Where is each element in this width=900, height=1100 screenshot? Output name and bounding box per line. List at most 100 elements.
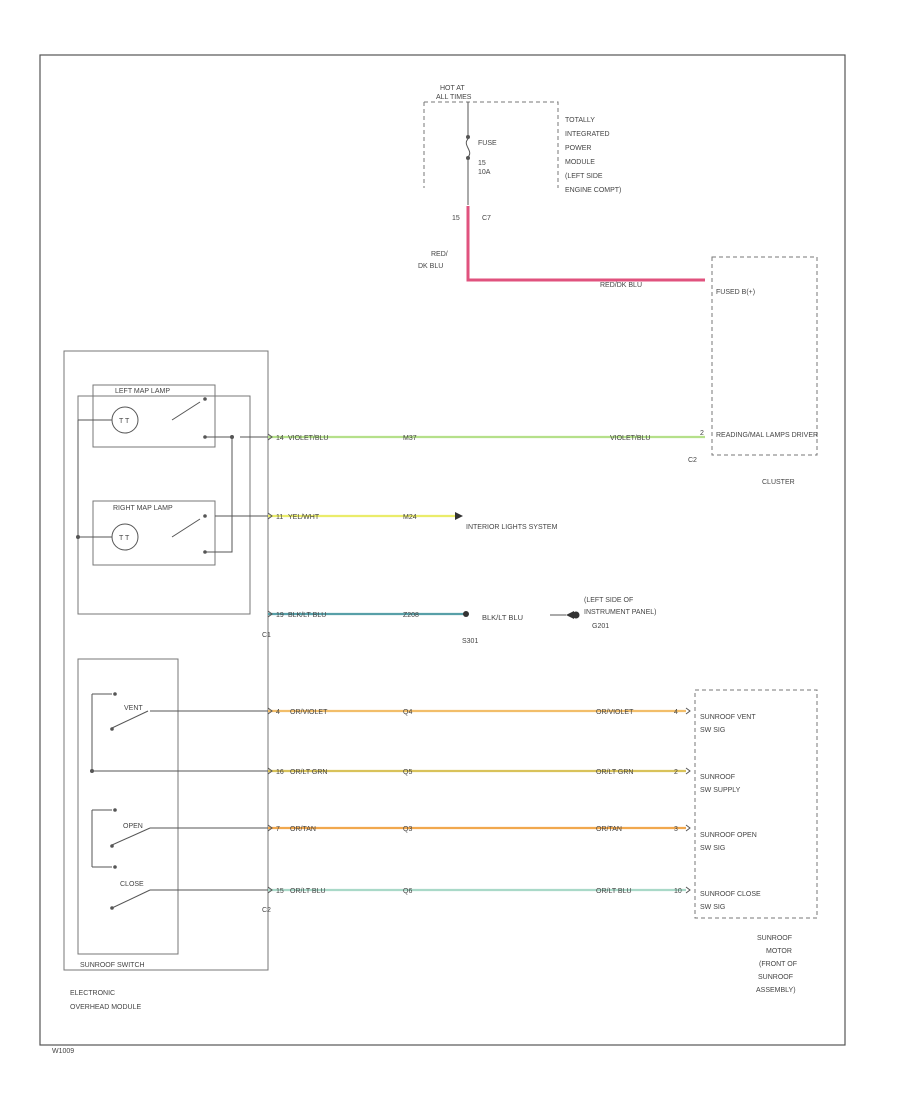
motor-pin-supply-1: SUNROOF <box>700 774 735 781</box>
tipm-desc-3: POWER <box>565 145 591 152</box>
right-map-lamp-label: RIGHT MAP LAMP <box>113 505 173 512</box>
cluster-dashed-box <box>711 256 818 456</box>
wire-pin-marker-m37 <box>267 433 273 441</box>
tipm-pin-left: 15 <box>452 215 460 222</box>
wire-pin-marker-z208 <box>267 610 273 618</box>
wire-label-z208: BLK/LT BLU <box>288 612 326 619</box>
sunroof-motor-label-5: ASSEMBLY) <box>756 987 796 994</box>
motor-pin-close-2: SW SIG <box>700 904 725 911</box>
tipm-desc-1: TOTALLY <box>565 117 595 124</box>
motor-pin-close-1: SUNROOF CLOSE <box>700 891 761 898</box>
ground-splice-id: S301 <box>462 638 478 645</box>
right-map-lamp-bulb-glyph: T T <box>119 535 130 542</box>
sunroof-wire-end-marker-q5 <box>685 767 691 775</box>
sunroof-wire-circuit-q5: Q5 <box>403 769 412 776</box>
wire-circuit-m37: M37 <box>403 435 417 442</box>
sunroof-wire-label-q6: OR/LT BLU <box>290 888 326 895</box>
vent-switch-top-contact <box>113 692 117 696</box>
sunroof-wire-end-marker-q4 <box>685 707 691 715</box>
sunroof-wire-far-pin-q3: 3 <box>674 826 678 833</box>
wire-far-pin-m37: 2 <box>700 430 704 437</box>
left-map-lamp-switch-icon <box>171 401 201 421</box>
motor-pin-open-2: SW SIG <box>700 845 725 852</box>
ground-splice-wire-label: BLK/LT BLU <box>482 613 523 622</box>
fuse-top-terminal <box>466 135 470 139</box>
close-label: CLOSE <box>120 881 144 888</box>
sunroof-motor-label-2: MOTOR <box>766 948 792 955</box>
sunroof-wire-far-label-q6: OR/LT BLU <box>596 888 632 895</box>
close-switch-top-contact <box>113 865 117 869</box>
ground-splice-node <box>463 611 469 617</box>
open-switch-bottom-contact <box>110 844 114 848</box>
left-map-lamp-box <box>92 384 216 448</box>
sunroof-wire-circuit-q6: Q6 <box>403 888 412 895</box>
fuse-label-2: 15 <box>478 160 486 167</box>
tipm-desc-6: ENGINE COMPT) <box>565 187 621 194</box>
wire-pin-z208: 19 <box>276 612 284 619</box>
overhead-module-label-1: ELECTRONIC <box>70 990 115 997</box>
ground-location-1: (LEFT SIDE OF <box>584 597 633 604</box>
close-switch-bottom-contact <box>110 906 114 910</box>
power-wire <box>466 206 705 282</box>
sunroof-motor-dashed-box <box>694 689 818 919</box>
sunroof-supply-junction <box>90 769 94 773</box>
tipm-desc-5: (LEFT SIDE <box>565 173 603 180</box>
motor-pin-vent-2: SW SIG <box>700 727 725 734</box>
ground-location-3: G201 <box>592 623 609 630</box>
diagram-frame <box>39 54 846 1046</box>
fuse-icon <box>465 138 471 158</box>
close-switch-icon <box>111 889 151 909</box>
overhead-module-box <box>63 350 269 971</box>
sunroof-wire-label-q3: OR/TAN <box>290 826 316 833</box>
wire-circuit-z208: Z208 <box>403 612 419 619</box>
wire-far-label-m37: VIOLET/BLU <box>610 435 650 442</box>
vent-switch-bottom-contact <box>110 727 114 731</box>
left-map-lamp-bulb-glyph: T T <box>119 418 130 425</box>
map-lamp-junction-1 <box>230 435 234 439</box>
motor-pin-supply-2: SW SUPPLY <box>700 787 741 794</box>
cluster-pin-reading-1: READING/MAL LAMPS DRIVER <box>716 432 818 439</box>
ground-eyelet-icon <box>566 611 574 619</box>
sunroof-wire-end-marker-q3 <box>685 824 691 832</box>
cluster-label: CLUSTER <box>762 479 795 486</box>
sunroof-wire-far-pin-q4: 4 <box>674 709 678 716</box>
sunroof-wire-far-label-q4: OR/VIOLET <box>596 709 634 716</box>
sunroof-wire-pin-q4: 4 <box>276 709 280 716</box>
sunroof-motor-label-1: SUNROOF <box>757 935 792 942</box>
sunroof-motor-label-3: (FRONT OF <box>759 961 797 968</box>
wire-label-m37: VIOLET/BLU <box>288 435 328 442</box>
connector-c1: C1 <box>262 632 271 639</box>
sunroof-wire-label-q5: OR/LT GRN <box>290 769 327 776</box>
sunroof-switch-label: SUNROOF SWITCH <box>80 962 145 969</box>
sunroof-switch-box <box>77 658 179 955</box>
connector-c2: C2 <box>262 907 271 914</box>
open-switch-icon <box>111 827 151 846</box>
open-label: OPEN <box>123 823 143 830</box>
sunroof-switch-leads <box>92 710 268 891</box>
right-map-lamp-box <box>92 500 216 566</box>
vent-switch-icon <box>111 710 149 729</box>
tipm-pin-right: C7 <box>482 215 491 222</box>
motor-pin-open-1: SUNROOF OPEN <box>700 832 757 839</box>
tipm-hot-label-1: HOT AT <box>440 85 465 92</box>
cluster-fused-wire-label: RED/DK BLU <box>600 282 642 289</box>
tipm-wire-label-1: RED/ <box>431 251 448 258</box>
overhead-module-label-2: OVERHEAD MODULE <box>70 1004 142 1011</box>
sunroof-wire-far-label-q3: OR/TAN <box>596 826 622 833</box>
sunroof-wire-pin-marker-q6 <box>267 886 273 894</box>
ground-terminal-icon <box>572 611 580 619</box>
tipm-desc-2: INTEGRATED <box>565 131 610 138</box>
sunroof-wire-circuit-q4: Q4 <box>403 709 412 716</box>
fuse-label-3: 10A <box>478 169 491 176</box>
right-map-lamp-contact <box>203 514 207 518</box>
wire-pin-m24: 11 <box>276 514 283 521</box>
vent-label: VENT <box>124 705 143 712</box>
wire-label-m24: YEL/WHT <box>288 514 320 521</box>
cluster-pin-fused: FUSED B(+) <box>716 289 755 296</box>
footer-code: W1009 <box>52 1048 74 1055</box>
sunroof-wire-pin-q6: 15 <box>276 888 284 895</box>
sunroof-wire-pin-q5: 16 <box>276 769 284 776</box>
interior-lights-label: INTERIOR LIGHTS SYSTEM <box>466 524 558 531</box>
sunroof-wire-pin-q3: 7 <box>276 826 280 833</box>
